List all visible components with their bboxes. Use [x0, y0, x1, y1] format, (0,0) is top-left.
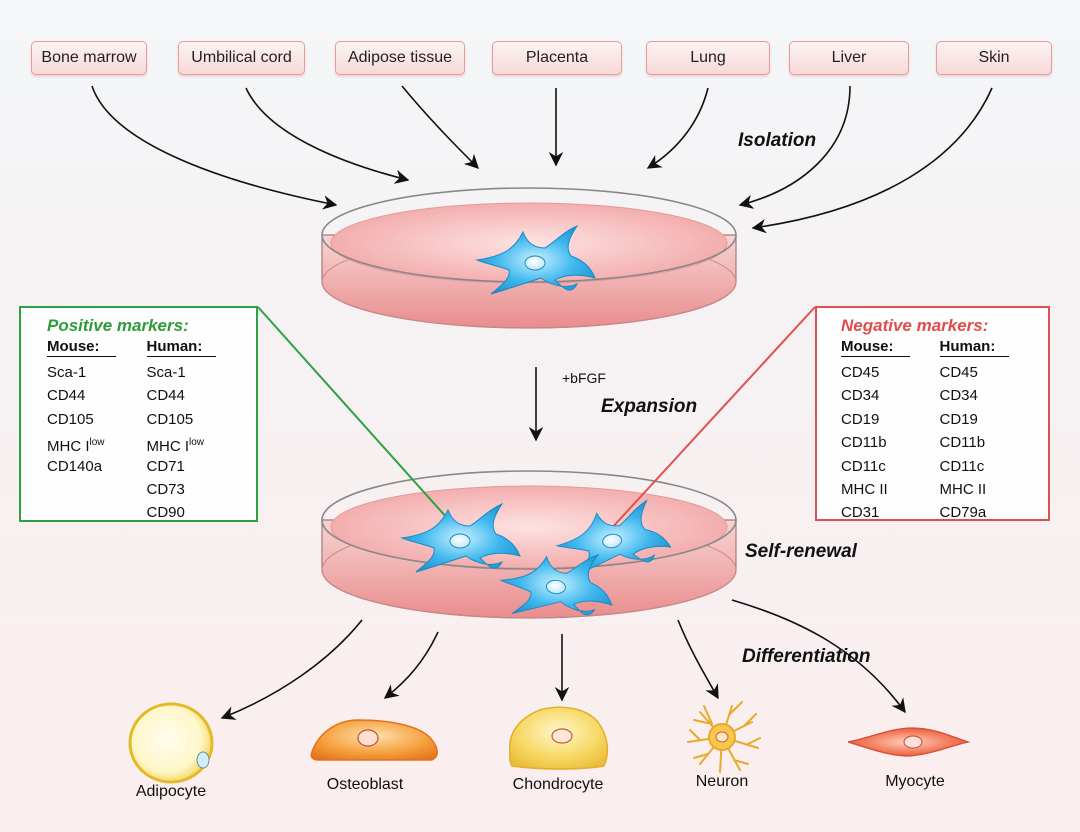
negative-markers-title: Negative markers: — [841, 316, 989, 335]
stem-cell-icon — [499, 553, 613, 616]
marker-item: MHC Ilow — [47, 437, 105, 456]
stem-cell-icon — [400, 502, 521, 573]
source-adipose-tissue: Adipose tissue — [335, 41, 465, 75]
positive-mouse-header: Mouse: — [47, 338, 116, 357]
marker-item: CD19 — [939, 410, 978, 428]
source-liver: Liver — [789, 41, 909, 75]
arrow-adipose-tissue — [401, 85, 480, 170]
positive-mouse-column: Mouse: Sca-1 CD44 CD105 MHC Ilow CD140a — [47, 338, 147, 526]
superscript-low: low — [89, 437, 105, 449]
arrow-to-adipocyte — [220, 619, 363, 720]
marker-item: CD105 — [146, 410, 194, 428]
neuron-icon — [687, 701, 761, 773]
source-skin: Skin — [936, 41, 1052, 75]
negative-human-header: Human: — [939, 338, 1009, 357]
positive-human-column: Human: Sca-1 CD44 CD105 MHC Ilow CD71 CD… — [146, 338, 247, 526]
differentiation-arrows — [220, 599, 906, 720]
cell-label-adipocyte: Adipocyte — [135, 783, 207, 800]
marker-item: CD31 — [841, 504, 880, 522]
arrow-bone-marrow — [91, 85, 338, 210]
marker-item: CD90 — [146, 504, 185, 522]
arrow-to-neuron — [677, 619, 719, 700]
marker-item: CD73 — [146, 480, 185, 498]
marker-item: CD45 — [841, 364, 880, 381]
marker-item: CD19 — [841, 410, 880, 428]
step-expansion: Expansion — [601, 396, 698, 417]
arrow-to-myocyte — [731, 599, 906, 714]
step-self-renewal: Self-renewal — [745, 541, 857, 562]
marker-item: CD11c — [841, 457, 886, 475]
negative-mouse-column: Mouse: CD45 CD34 CD19 CD11b CD11c MHC II… — [841, 338, 940, 526]
stem-cell-icon — [475, 224, 596, 295]
source-lung: Lung — [646, 41, 770, 75]
arrow-lung — [646, 87, 709, 169]
arrow-skin — [751, 87, 993, 234]
cell-label-neuron: Neuron — [695, 773, 749, 790]
adipocyte-icon — [128, 702, 214, 784]
superscript-low: low — [189, 437, 205, 449]
positive-markers-title: Positive markers: — [47, 316, 189, 335]
marker-item: Sca-1 — [146, 364, 186, 381]
arrow-liver — [738, 85, 851, 209]
marker-item: Sca-1 — [47, 364, 87, 381]
marker-item: CD44 — [47, 387, 86, 405]
marker-item: CD71 — [146, 457, 185, 475]
marker-item: CD45 — [939, 364, 978, 381]
arrow-to-osteoblast — [383, 631, 439, 699]
marker-item: CD11b — [939, 434, 986, 452]
marker-item: CD79a — [939, 504, 987, 522]
marker-item: CD11c — [939, 457, 985, 475]
cell-label-osteoblast: Osteoblast — [326, 776, 404, 793]
negative-markers-box: Negative markers: Mouse: CD45 CD34 CD19 … — [815, 306, 1050, 521]
cell-label-myocyte: Myocyte — [885, 773, 945, 790]
isolation-arrows — [91, 85, 993, 234]
cell-label-chondrocyte: Chondrocyte — [512, 776, 604, 793]
arrow-umbilical-cord — [245, 87, 410, 184]
marker-item: CD11b — [841, 434, 887, 452]
marker-item: CD140a — [47, 457, 103, 475]
osteoblast-icon — [310, 719, 438, 761]
marker-item: MHC Ilow — [146, 437, 205, 456]
negative-human-column: Human: CD45 CD34 CD19 CD11b CD11c MHC II… — [939, 338, 1039, 526]
source-placenta: Placenta — [492, 41, 622, 75]
source-umbilical-cord: Umbilical cord — [178, 41, 305, 75]
positive-human-header: Human: — [146, 338, 216, 357]
source-bone-marrow: Bone marrow — [31, 41, 147, 75]
marker-item: CD105 — [47, 410, 94, 428]
culture-dish-self-renewal — [321, 470, 737, 619]
positive-markers-box: Positive markers: Mouse: Sca-1 CD44 CD10… — [19, 306, 258, 522]
negative-mouse-header: Mouse: — [841, 338, 910, 357]
step-isolation: Isolation — [738, 130, 817, 151]
positive-pointer-line — [257, 306, 466, 539]
marker-item: CD44 — [146, 387, 185, 405]
marker-item: CD34 — [939, 387, 978, 405]
negative-pointer-line — [609, 306, 816, 531]
marker-item: CD34 — [841, 387, 880, 405]
step-differentiation: Differentiation — [742, 646, 871, 667]
chondrocyte-icon — [509, 706, 609, 770]
growth-factor-label: +bFGF — [562, 370, 606, 386]
marker-item: MHC II — [841, 480, 888, 498]
marker-item: MHC II — [939, 480, 987, 498]
myocyte-icon — [847, 727, 971, 757]
